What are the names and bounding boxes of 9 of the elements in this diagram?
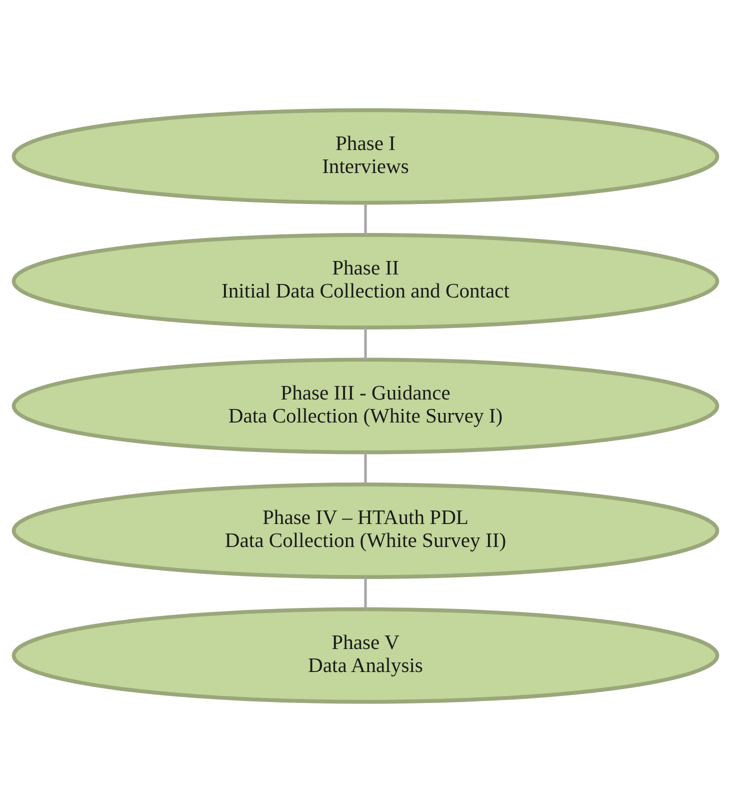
connector (364, 577, 367, 609)
node-ellipse: Phase I Interviews (12, 108, 720, 205)
node-ellipse: Phase II Initial Data Collection and Contact (12, 232, 720, 330)
node-ellipse: Phase V Data Analysis (12, 607, 720, 704)
connector (364, 328, 367, 360)
node-ellipse: Phase IV – HTAuth PDL Data Collection (White Survey II) (12, 482, 720, 579)
connector (364, 202, 367, 235)
node-ellipse: Phase III - Guidance Data Collection (White Survey I) (12, 358, 720, 454)
connector (364, 452, 367, 484)
